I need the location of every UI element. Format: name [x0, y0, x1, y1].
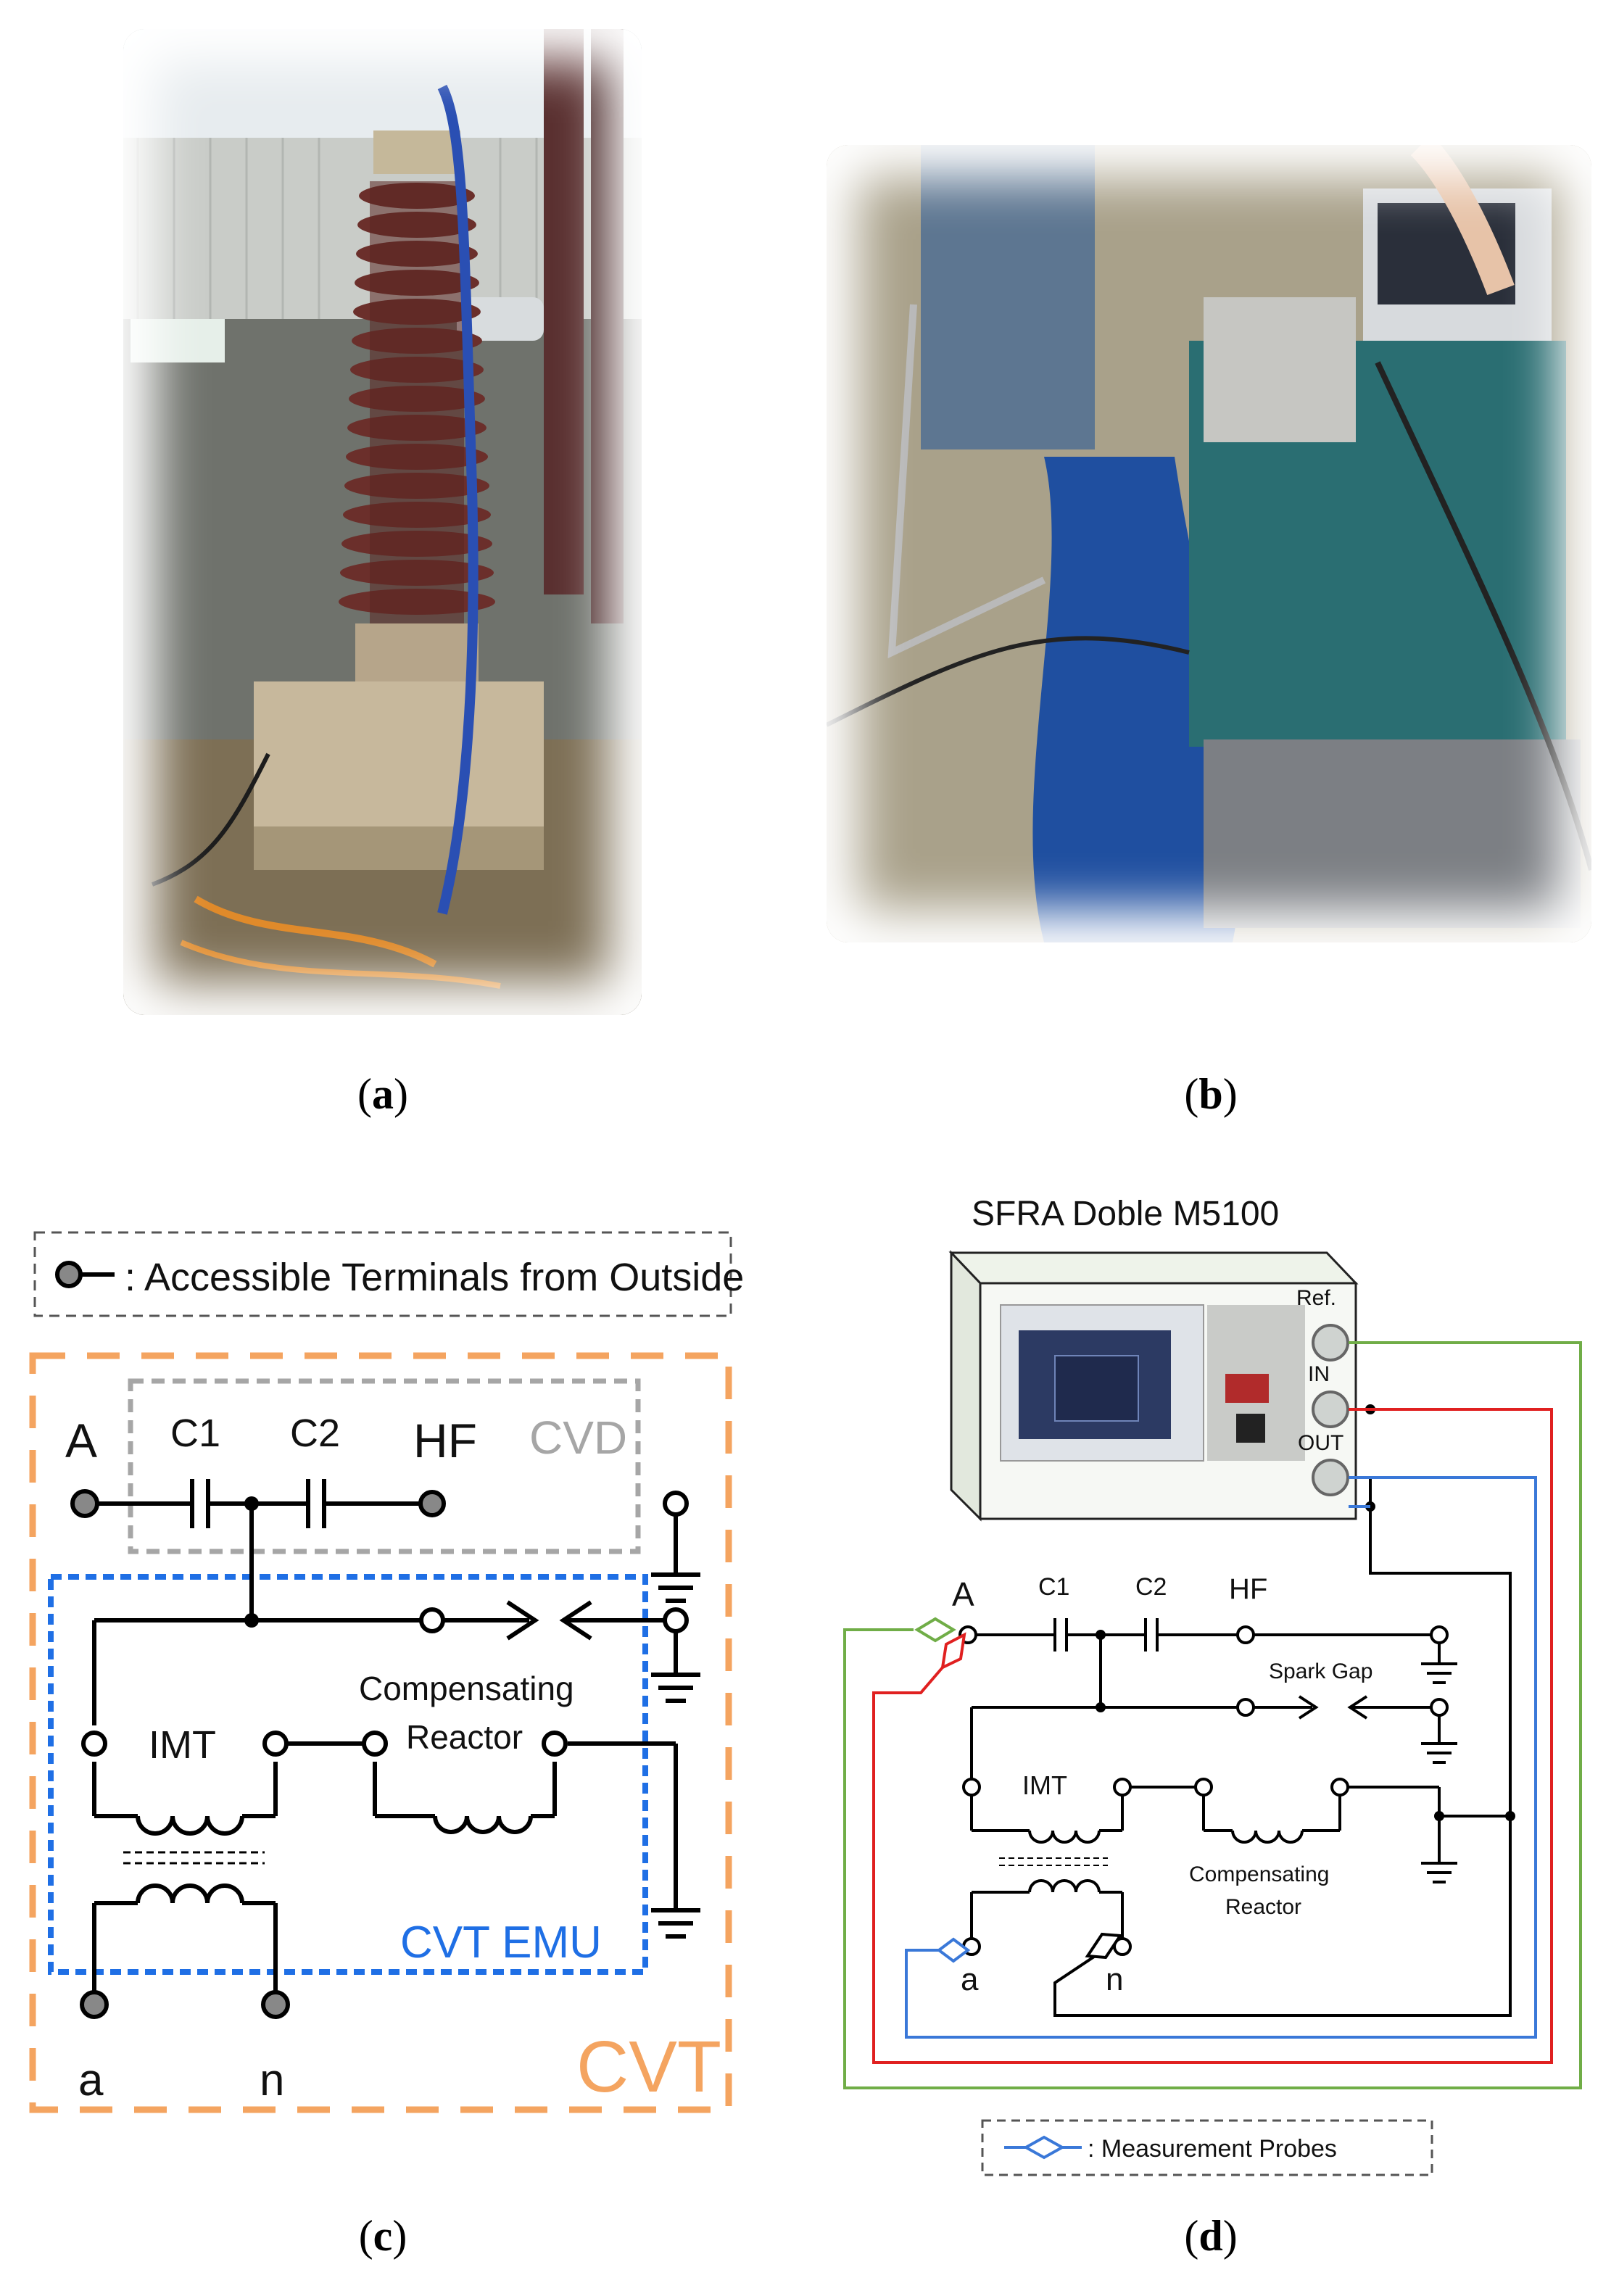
probe-a-out [936, 1937, 971, 1963]
terminal-HF-label: HF [413, 1414, 477, 1467]
cvd-label: CVD [529, 1412, 627, 1464]
d-cap-c1-label: C1 [1038, 1573, 1069, 1601]
terminal-a-label: a [78, 2055, 104, 2105]
cap-c2-label: C2 [290, 1412, 340, 1455]
probe-icon [1022, 2135, 1066, 2160]
d-terminal-a-label: a [961, 1962, 979, 1997]
port-out-label: OUT [1298, 1431, 1343, 1455]
probe-A-ref [914, 1617, 956, 1643]
photo-sfra-instrument [827, 145, 1591, 942]
cap-c1-label: C1 [170, 1412, 220, 1455]
port-out [1312, 1459, 1349, 1496]
device-title: SFRA Doble M5100 [972, 1195, 1279, 1233]
instrument-screen [1019, 1330, 1171, 1439]
probe-n [1085, 1932, 1123, 1960]
caption-b: (b) [1184, 1070, 1238, 1118]
caption-a: (a) [357, 1070, 408, 1118]
port-in-label: IN [1308, 1362, 1330, 1386]
legend-text: : Accessible Terminals from Outside [125, 1256, 744, 1299]
spark-gap-label: Spark Gap [1269, 1659, 1372, 1683]
instrument-panel [1207, 1305, 1305, 1461]
instrument-screen-bezel [1000, 1304, 1204, 1462]
in-lead [872, 1408, 1553, 2064]
port-ref [1312, 1324, 1349, 1362]
legend-box [33, 1231, 732, 1317]
photo-cvt-substation-graphic [123, 29, 642, 1015]
emu-label: CVT EMU [400, 1918, 602, 1968]
d-terminal-n-label: n [1106, 1962, 1123, 1997]
terminal-n-label: n [260, 2055, 284, 2105]
probe-A-in [940, 1632, 966, 1670]
d-cap-c2-label: C2 [1135, 1573, 1167, 1601]
d-legend-text: : Measurement Probes [1088, 2135, 1337, 2163]
d-terminal-A-label: A [952, 1575, 974, 1613]
d-reactor-label-line2: Reactor [1225, 1895, 1301, 1919]
emu-boundary [48, 1574, 648, 1975]
d-imt-label: IMT [1022, 1770, 1067, 1800]
cvd-boundary [128, 1378, 641, 1554]
imt-label: IMT [149, 1723, 216, 1767]
caption-c: (c) [358, 2212, 407, 2260]
cvt-label: CVT [576, 2026, 721, 2108]
d-reactor-label-line1: Compensating [1189, 1862, 1329, 1886]
terminal-A-label: A [65, 1414, 97, 1467]
out-lead [905, 1476, 1537, 2039]
d-terminal-HF-label: HF [1229, 1573, 1267, 1605]
port-ref-label: Ref. [1296, 1286, 1336, 1310]
sfra-instrument [948, 1250, 1359, 1522]
reactor-label-line1: Compensating [359, 1670, 574, 1707]
reactor-label-line2: Reactor [406, 1718, 523, 1756]
ref-lead [843, 1341, 1582, 2089]
photo-cvt-substation [123, 29, 642, 1015]
d-legend-box [981, 2119, 1433, 2176]
caption-d: (d) [1184, 2212, 1238, 2260]
accessible-terminal-icon [55, 1261, 115, 1288]
port-in [1312, 1391, 1349, 1428]
photo-sfra-instrument-graphic [827, 145, 1591, 942]
cvt-boundary [29, 1352, 732, 2113]
